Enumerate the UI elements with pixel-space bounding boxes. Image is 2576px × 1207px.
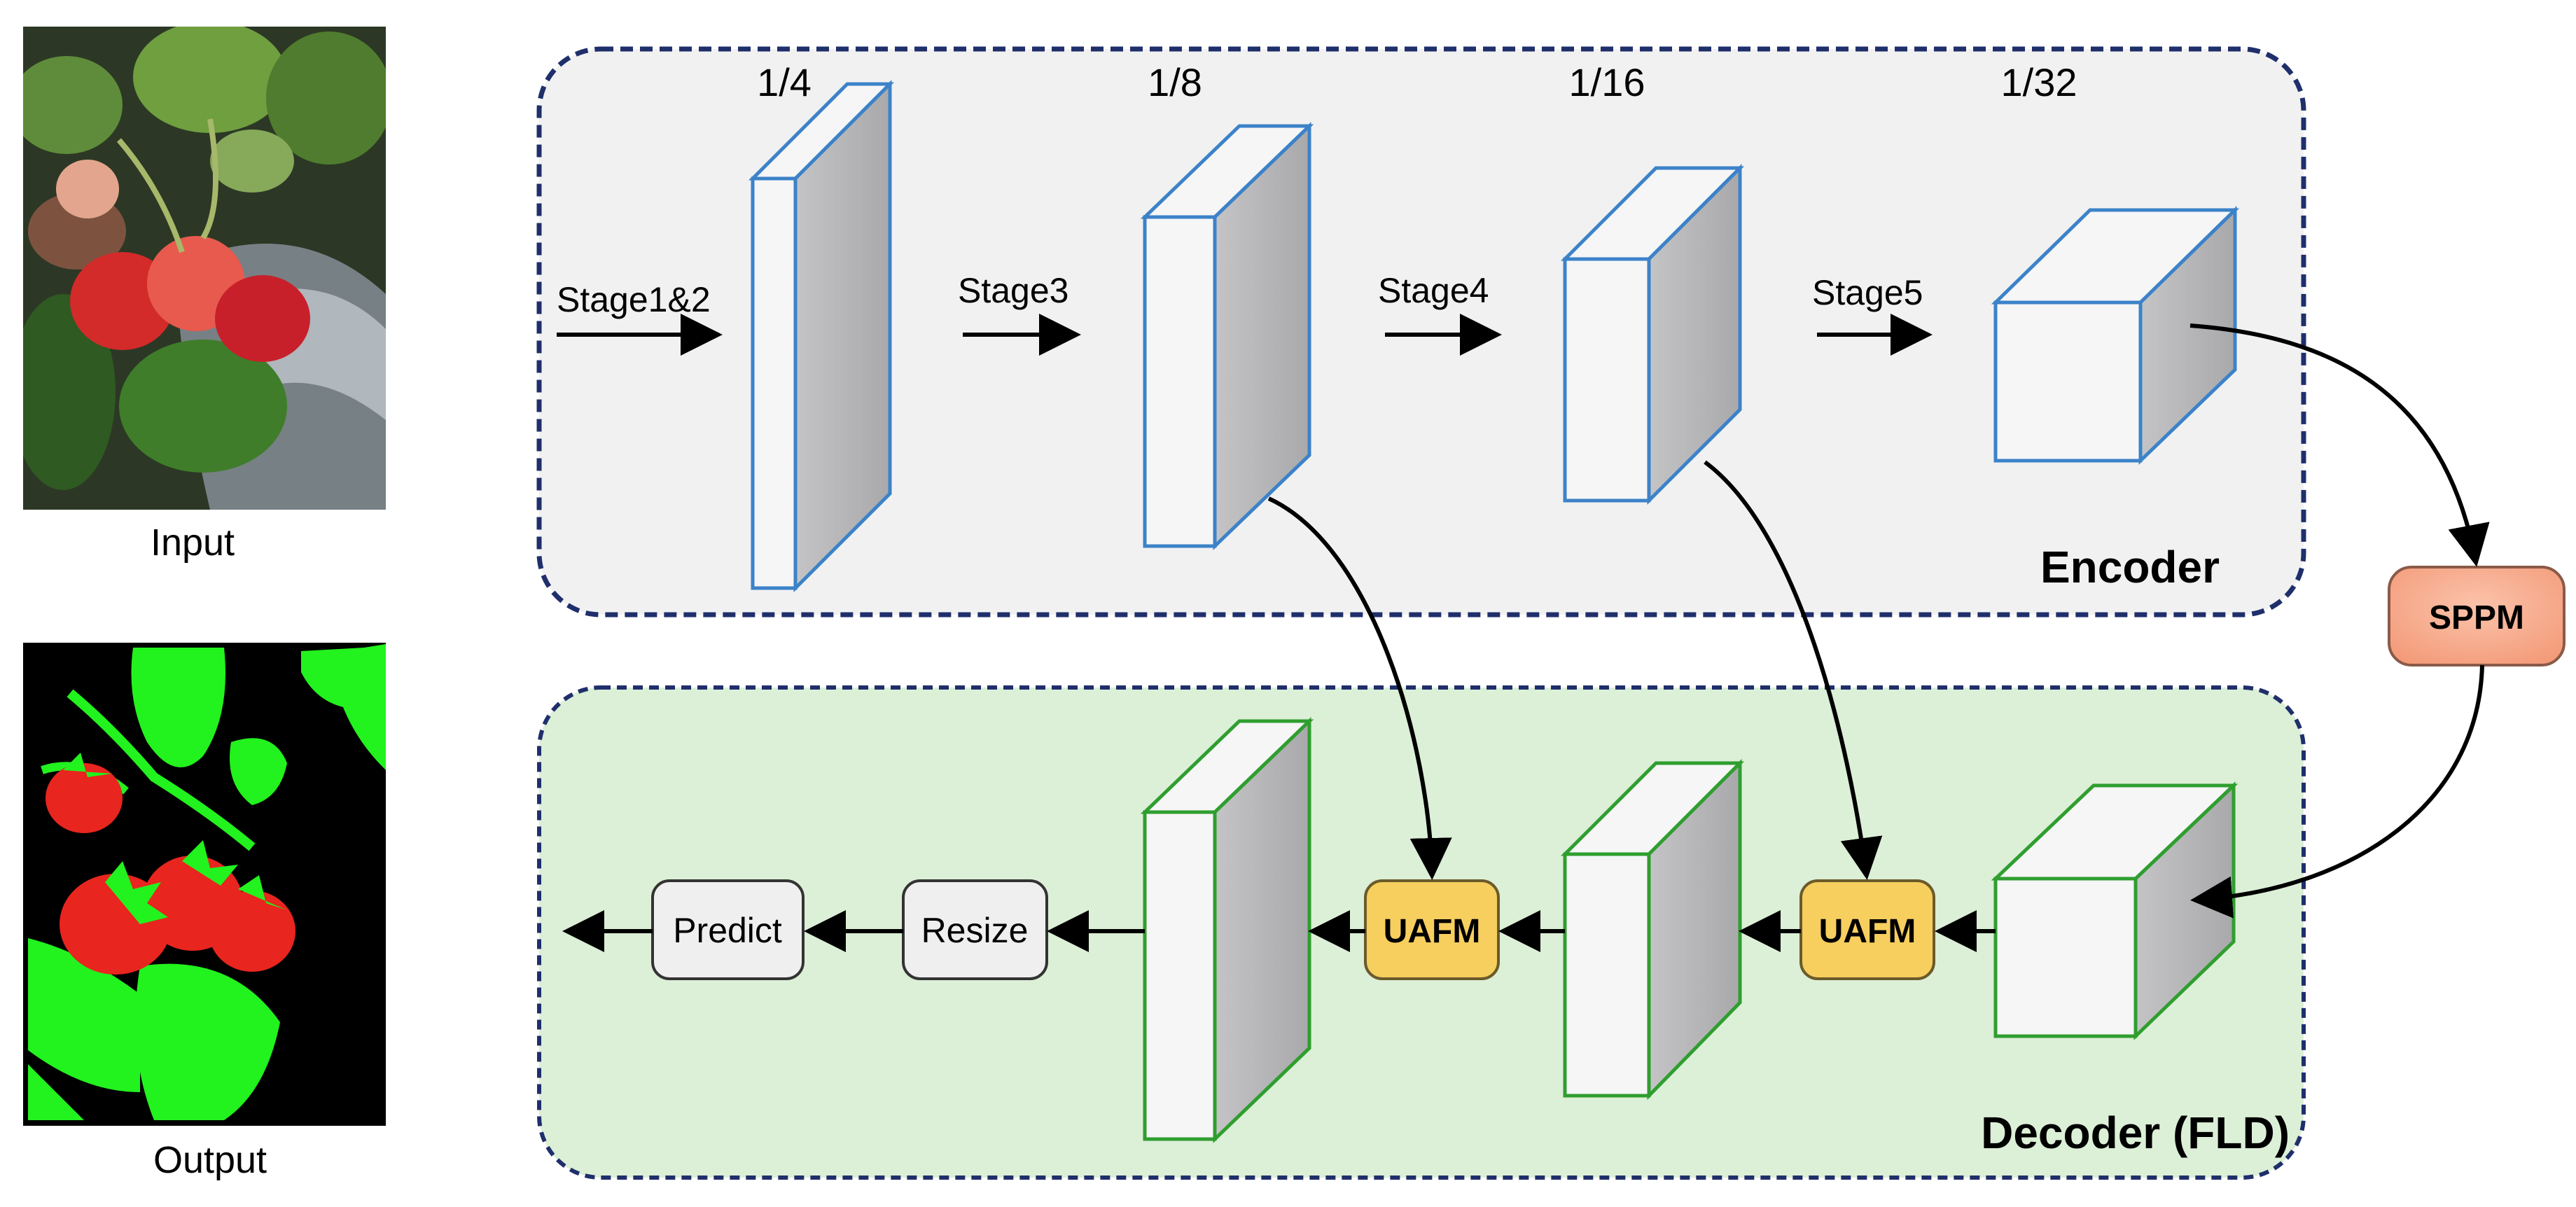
encoder-panel — [536, 46, 2306, 618]
input-caption: Input — [151, 522, 235, 564]
resize-label: Resize — [921, 911, 1029, 950]
stage-label-3: Stage3 — [958, 271, 1068, 310]
skip-arrow-1-16-to-uafm2 — [1704, 460, 1883, 880]
uafm-label-2: UAFM — [1819, 913, 1916, 950]
arrow-sppm-to-decoder — [2190, 664, 2484, 919]
encoder-block-1-16 — [1560, 163, 1745, 505]
scale-label-1-4: 1/4 — [757, 60, 812, 104]
predict-label: Predict — [673, 911, 782, 950]
stage-label-5: Stage5 — [1812, 273, 1923, 312]
stage-label-4: Stage4 — [1378, 271, 1489, 310]
uafm-label-1: UAFM — [1384, 913, 1481, 950]
arrow-encoder-to-sppm — [2189, 323, 2490, 567]
encoder-title: Encoder — [2040, 542, 2220, 592]
input-image — [23, 27, 386, 510]
decoder-block-3 — [1140, 717, 1314, 1143]
encoder-block-1-32 — [1991, 206, 2240, 465]
skip-arrow-1-8-to-uafm1 — [1267, 496, 1452, 880]
decoder-block-2 — [1560, 758, 1745, 1101]
scale-label-1-8: 1/8 — [1148, 60, 1202, 104]
decoder-title: Decoder (FLD) — [1981, 1108, 2290, 1158]
decoder-block-1 — [1991, 781, 2239, 1040]
encoder-block-1-8 — [1140, 122, 1314, 550]
scale-label-1-32: 1/32 — [2001, 60, 2077, 104]
sppm-label: SPPM — [2429, 599, 2524, 636]
output-caption: Output — [153, 1139, 267, 1181]
sppm-box — [2388, 566, 2565, 667]
scale-label-1-16: 1/16 — [1569, 60, 1645, 104]
stage-label-1-2: Stage1&2 — [557, 280, 711, 319]
encoder-block-1-4 — [748, 79, 895, 593]
output-segmentation-image — [23, 643, 386, 1126]
